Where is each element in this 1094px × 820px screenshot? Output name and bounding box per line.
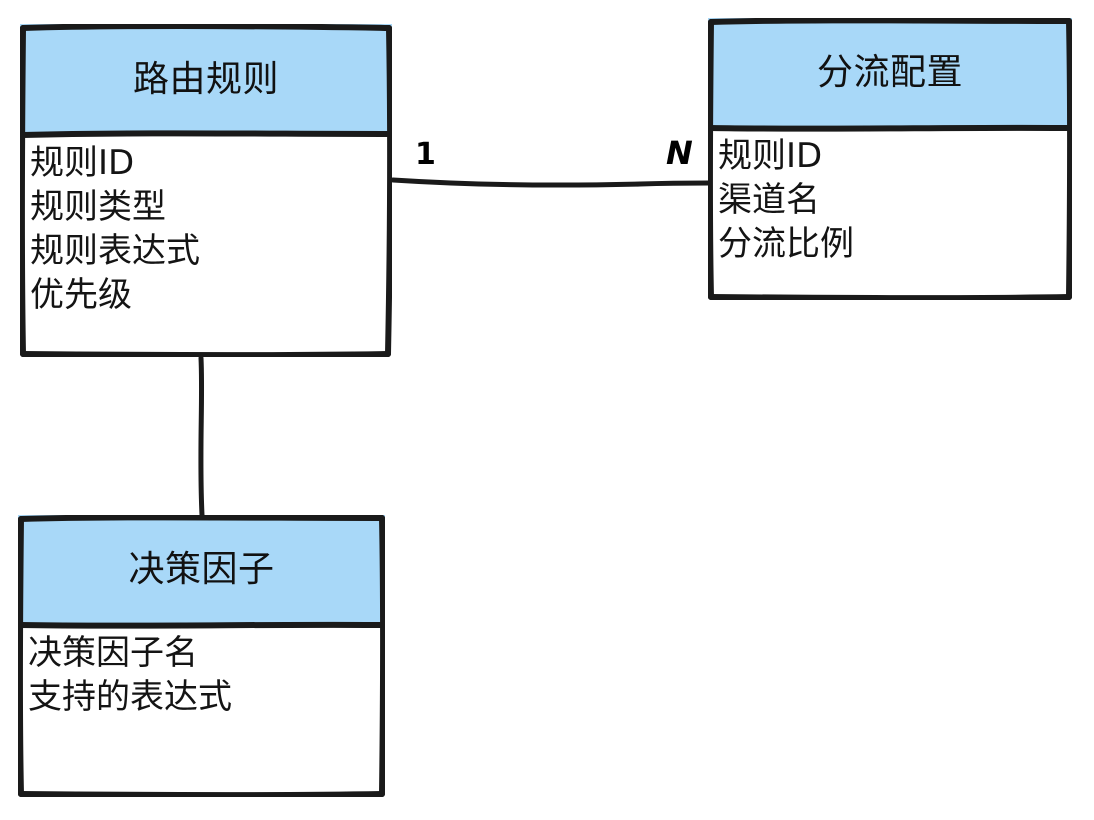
connector-rule-to-split (390, 177, 712, 188)
entity-decision-factor[interactable]: 决策因子 决策因子名 支持的表达式 (18, 515, 385, 797)
attribute-item: 支持的表达式 (28, 677, 232, 717)
cardinality-label-one: 1 (415, 137, 436, 172)
entity-header-routing-rule: 路由规则 (20, 24, 392, 135)
entity-title-split-config: 分流配置 (816, 52, 963, 93)
entity-body-routing-rule: 规则ID 规则类型 规则表达式 优先级 (20, 135, 392, 357)
entity-title-decision-factor: 决策因子 (128, 549, 275, 590)
entity-body-decision-factor: 决策因子名 支持的表达式 (18, 625, 385, 797)
entity-header-decision-factor: 决策因子 (18, 515, 385, 625)
entity-title-routing-rule: 路由规则 (132, 58, 279, 100)
attribute-item: 优先级 (30, 275, 132, 315)
entity-header-split-config: 分流配置 (708, 18, 1072, 128)
attribute-item: 规则类型 (30, 187, 166, 227)
entity-split-config[interactable]: 分流配置 规则ID 渠道名 分流比例 (708, 18, 1072, 300)
attribute-item: 决策因子名 (28, 633, 198, 673)
attribute-item: 渠道名 (718, 180, 820, 220)
attribute-item: 规则ID (30, 143, 135, 183)
attribute-item: 分流比例 (718, 224, 854, 264)
entity-body-split-config: 规则ID 渠道名 分流比例 (708, 128, 1072, 300)
cardinality-label-many: N (666, 134, 693, 172)
attribute-item: 规则ID (718, 136, 823, 176)
entity-routing-rule[interactable]: 路由规则 规则ID 规则类型 规则表达式 优先级 (20, 24, 392, 357)
attribute-item: 规则表达式 (30, 231, 200, 271)
connector-rule-to-factor (198, 355, 205, 518)
